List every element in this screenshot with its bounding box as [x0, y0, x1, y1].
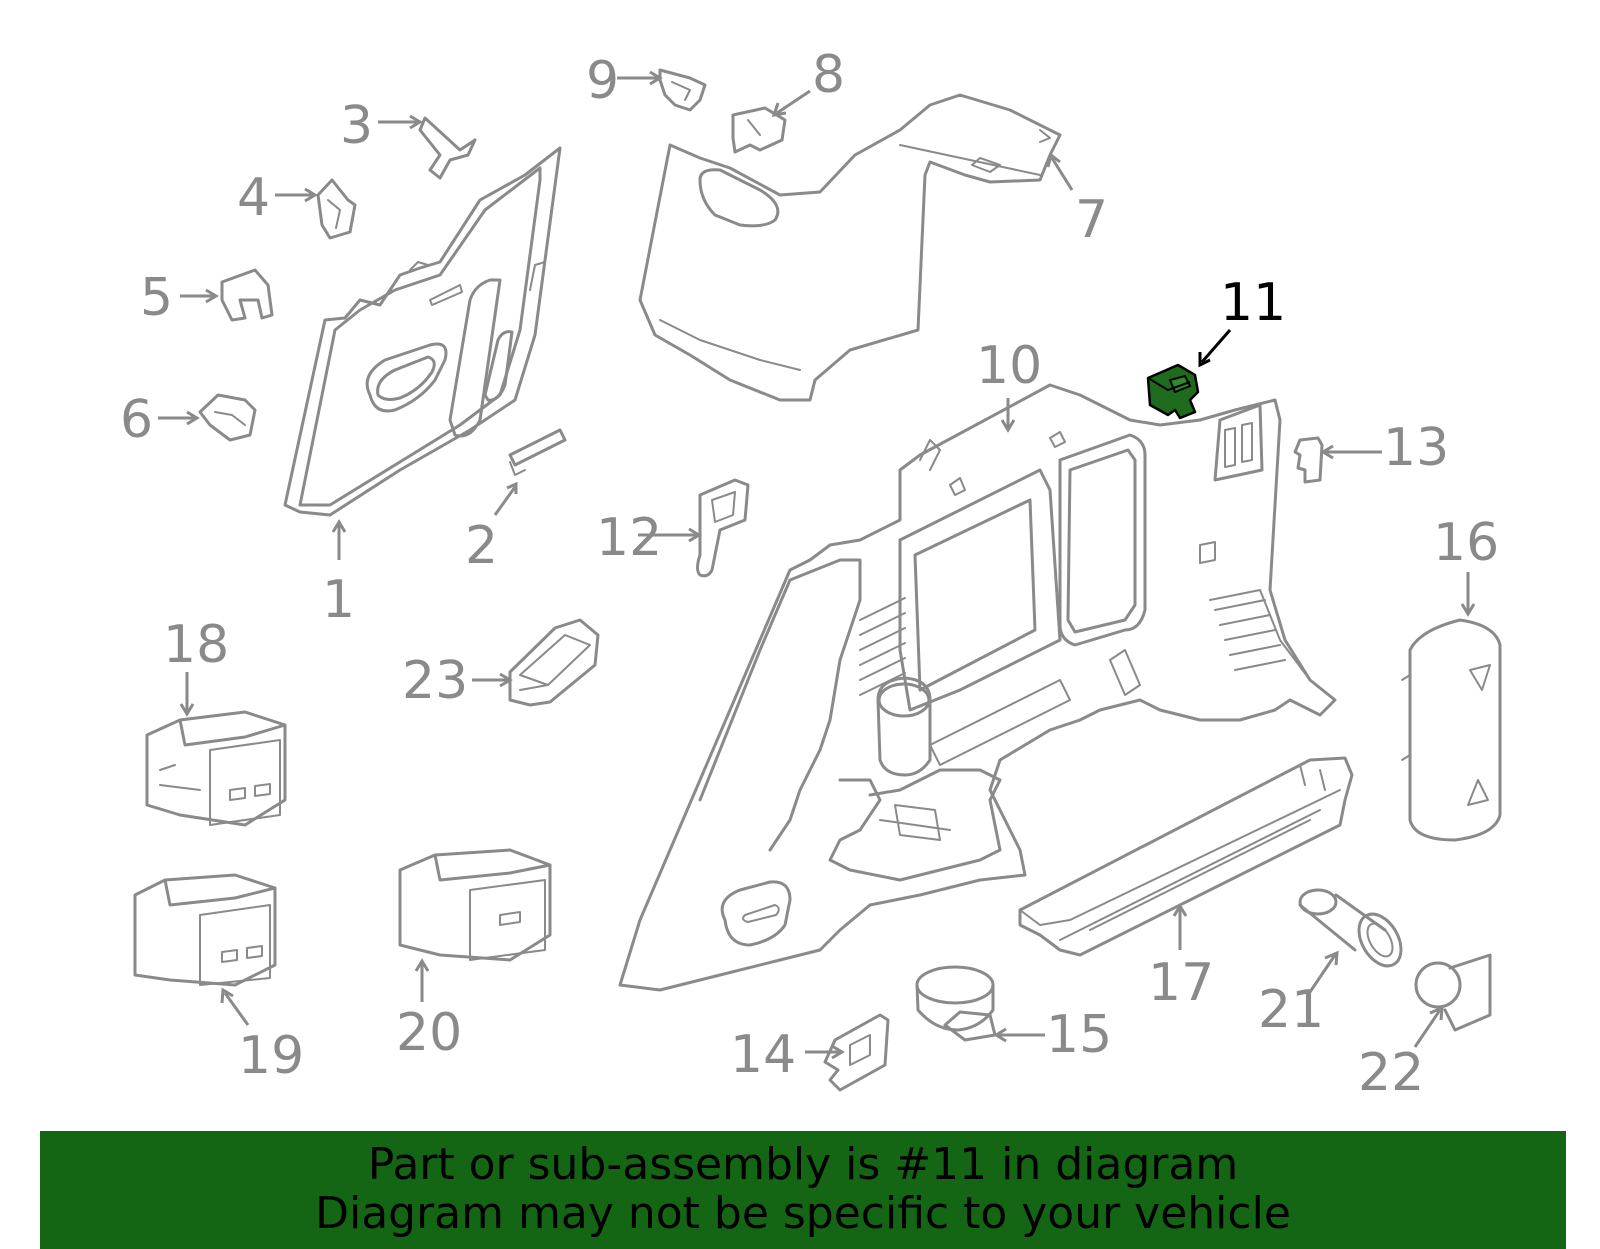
callout-21: 21	[1258, 980, 1324, 1040]
callout-5: 5	[140, 268, 173, 328]
callout-15: 15	[1046, 1005, 1112, 1065]
callout-6: 6	[120, 390, 153, 450]
leader-lines	[158, 70, 1476, 1060]
part-23-connector	[508, 618, 600, 707]
part-14-plate	[823, 1013, 890, 1092]
part-13-clip	[1293, 436, 1324, 484]
part-19-switch	[133, 873, 277, 987]
callout-2: 2	[465, 516, 498, 576]
part-21-socket	[1298, 888, 1403, 968]
callout-1: 1	[322, 570, 355, 630]
part-22-plug	[1414, 953, 1492, 1032]
callout-7: 7	[1075, 190, 1108, 250]
callout-22: 22	[1358, 1043, 1424, 1103]
part-2-clip	[508, 428, 567, 476]
part-17-rail	[1018, 756, 1354, 957]
part-1-quarter-trim-panel	[283, 146, 562, 517]
callout-13: 13	[1383, 418, 1449, 478]
part-12-tab	[696, 478, 750, 578]
callout-18: 18	[163, 615, 229, 675]
part-6-clip	[198, 393, 257, 442]
callout-9: 9	[586, 51, 619, 111]
callout-3: 3	[340, 96, 373, 156]
callout-14: 14	[730, 1025, 796, 1085]
callout-8: 8	[812, 45, 845, 105]
part-4-clip	[316, 178, 357, 240]
callout-16: 16	[1433, 513, 1499, 573]
callout-23: 23	[402, 651, 468, 711]
part-16-cover	[1401, 618, 1502, 842]
part-10-main-quarter-trim	[618, 383, 1337, 992]
callout-17: 17	[1148, 953, 1214, 1013]
banner-line-1: Part or sub-assembly is #11 in diagram	[367, 1139, 1239, 1190]
parts-diagram: 1 2 3 4 5 6 7 8 9 10 11 12 13 14 15 16 1…	[120, 45, 1502, 1103]
info-banner: Part or sub-assembly is #11 in diagram D…	[40, 1131, 1566, 1249]
banner-line-2: Diagram may not be specific to your vehi…	[315, 1188, 1291, 1239]
part-15-clamp	[915, 965, 997, 1042]
callout-20: 20	[396, 1003, 462, 1063]
callout-4: 4	[237, 168, 270, 228]
part-20-switch	[398, 848, 552, 962]
part-11-highlighted-clip	[1146, 363, 1200, 420]
part-3-bracket	[418, 116, 477, 180]
part-8-clip	[731, 106, 787, 154]
part-7-upper-trim	[638, 93, 1062, 402]
part-5-clip	[220, 268, 274, 322]
callout-19: 19	[238, 1026, 304, 1086]
part-9-clip	[658, 68, 707, 112]
callout-labels: 1 2 3 4 5 6 7 8 9 10 11 12 13 14 15 16 1…	[120, 45, 1499, 1103]
callout-12: 12	[596, 508, 662, 568]
callout-10: 10	[976, 336, 1042, 396]
part-18-switch	[145, 710, 287, 827]
callout-11: 11	[1220, 273, 1286, 333]
